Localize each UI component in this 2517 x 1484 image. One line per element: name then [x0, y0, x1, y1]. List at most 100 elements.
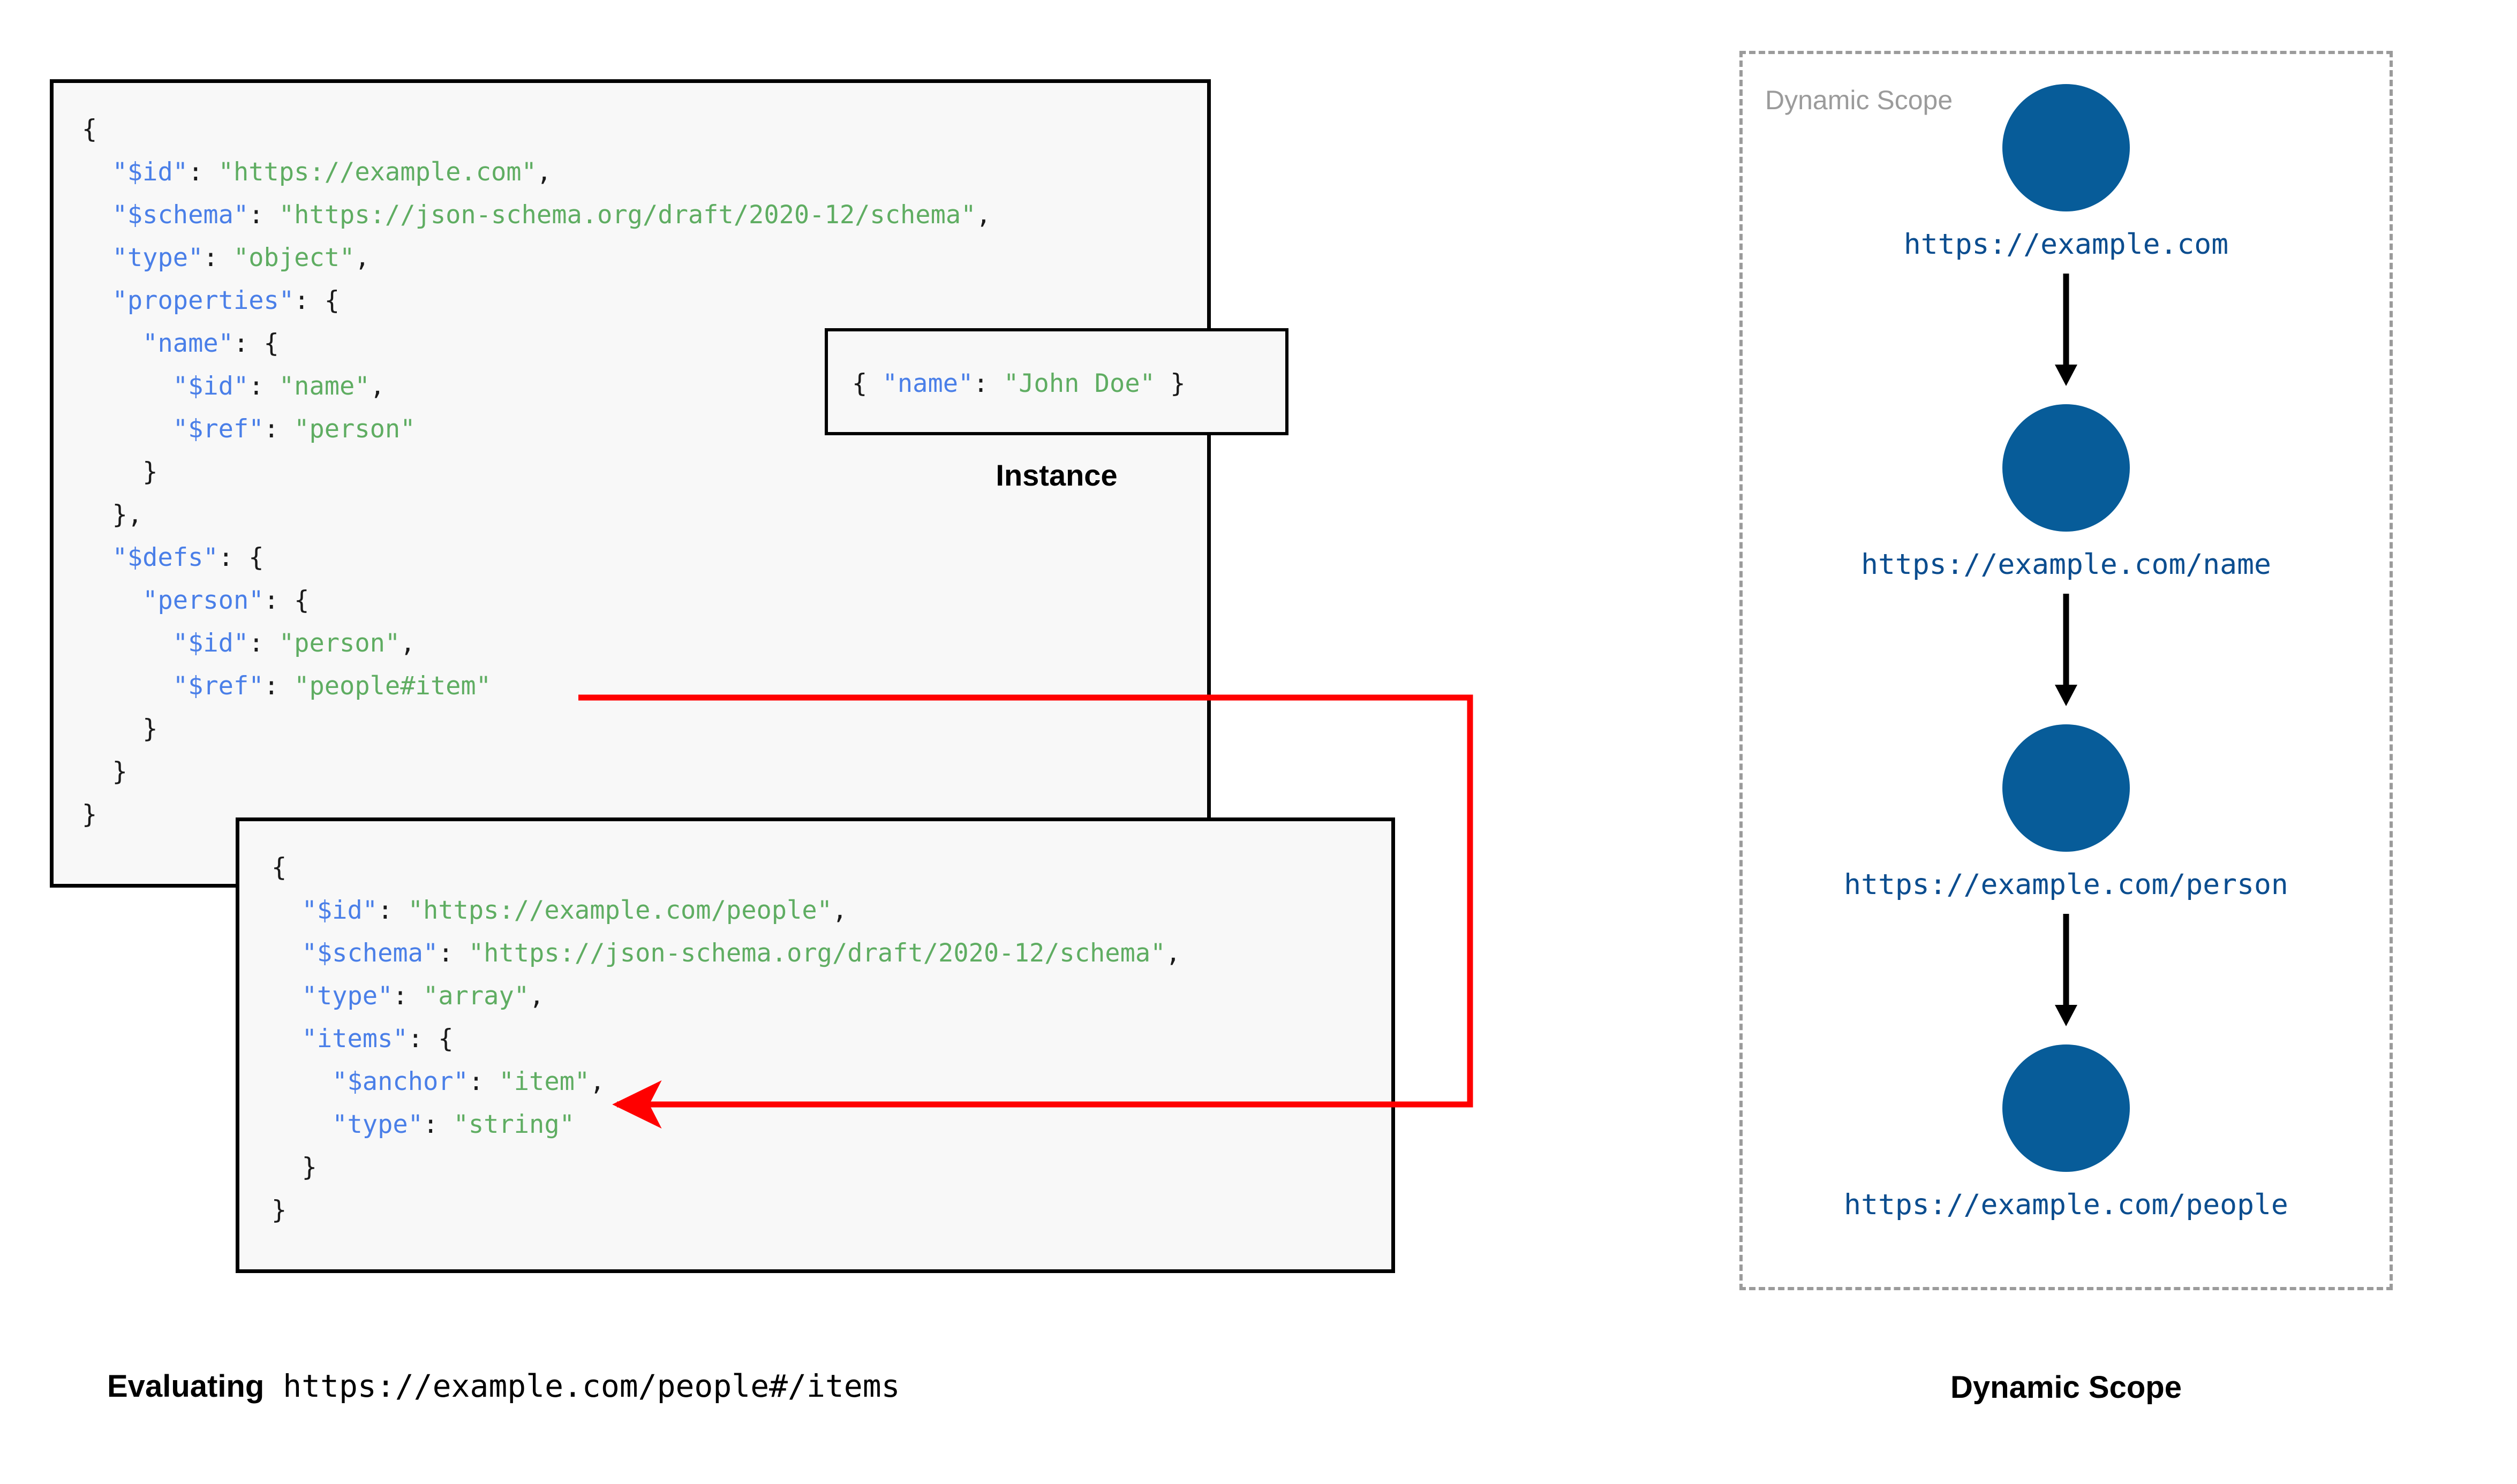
code-line: } [82, 451, 991, 494]
dynamic-scope-chain: https://example.com https://example.com/n… [1739, 51, 2393, 1290]
dynamic-scope-box-title: Dynamic Scope [1765, 85, 1953, 115]
json-key: "type" [332, 1110, 423, 1139]
json-punct: } [82, 800, 97, 829]
json-punct: } [1155, 369, 1186, 398]
json-punct: } [112, 757, 127, 786]
scope-flow-arrow-icon [1739, 914, 2393, 1029]
code-line: "name": { [82, 322, 991, 365]
code-line: "person": { [82, 579, 991, 622]
code-line: { [82, 108, 991, 151]
json-key: "$defs" [112, 543, 218, 572]
code-line: "$schema": "https://json-schema.org/draf… [82, 194, 991, 237]
code-line: "$id": "name", [82, 365, 991, 408]
json-punct: : [248, 372, 279, 401]
scope-flow-arrow-icon [1739, 594, 2393, 709]
json-punct: : [423, 1110, 454, 1139]
json-value: "https://example.com" [218, 157, 537, 187]
json-punct: : [203, 243, 233, 272]
json-punct: : [188, 157, 218, 187]
scope-node-uri: https://example.com/name [1861, 548, 2271, 581]
scope-node-circle-icon [2002, 724, 2130, 852]
scope-node-uri: https://example.com/person [1844, 868, 2288, 901]
code-line: "$ref": "person" [82, 408, 991, 451]
json-key: "properties" [112, 286, 295, 315]
json-punct: , [400, 629, 416, 658]
instance-label: Instance [996, 458, 1118, 492]
code-line: }, [82, 494, 991, 536]
code-line: "items": { [272, 1018, 1181, 1061]
json-key: "$ref" [172, 671, 264, 701]
scope-node: https://example.com/name [1739, 404, 2393, 581]
code-line: "$defs": { [82, 536, 991, 579]
json-value: "https://json-schema.org/draft/2020-12/s… [468, 938, 1166, 968]
instance-code: { "name": "John Doe" } [852, 362, 1186, 405]
json-key: "name" [142, 329, 233, 358]
json-value: "array" [423, 981, 530, 1011]
code-line: } [272, 1146, 1181, 1189]
code-line: "$id": "https://example.com", [82, 151, 991, 194]
json-value: "item" [499, 1067, 590, 1096]
json-punct: : [248, 629, 279, 658]
json-punct: , [529, 981, 545, 1011]
instance-panel: { "name": "John Doe" } [825, 328, 1288, 435]
json-key: "$schema" [302, 938, 439, 968]
json-key: "$anchor" [332, 1067, 469, 1096]
json-key: "$id" [112, 157, 189, 187]
code-line: } [82, 793, 991, 836]
code-line: "$id": "person", [82, 622, 991, 665]
json-punct: } [302, 1153, 317, 1182]
scope-node-uri: https://example.com [1903, 228, 2229, 261]
evaluating-caption: Evaluating https://example.com/people#/i… [107, 1368, 900, 1404]
code-line: "$id": "https://example.com/people", [272, 889, 1181, 932]
evaluating-label: Evaluating [107, 1369, 265, 1404]
json-punct: , [832, 896, 848, 925]
root-schema-code: { "$id": "https://example.com", "$schema… [82, 108, 991, 836]
json-punct: : { [263, 586, 310, 615]
json-punct: , [590, 1067, 605, 1096]
json-punct: { [852, 369, 883, 398]
code-line: "$schema": "https://json-schema.org/draf… [272, 932, 1181, 975]
json-key: "name" [882, 369, 974, 398]
json-punct: : [973, 369, 1004, 398]
json-key: "$id" [172, 629, 249, 658]
json-value: "string" [453, 1110, 575, 1139]
code-line: { [272, 846, 1181, 889]
json-punct: : [378, 896, 408, 925]
scope-node: https://example.com [1739, 84, 2393, 261]
json-key: "type" [112, 243, 204, 272]
json-punct: : { [408, 1024, 454, 1054]
json-punct: } [272, 1195, 287, 1225]
json-key: "type" [302, 981, 393, 1011]
json-key: "items" [302, 1024, 408, 1054]
code-line: "$anchor": "item", [272, 1061, 1181, 1103]
json-punct: }, [112, 500, 143, 529]
json-value: "John Doe" [1003, 369, 1155, 398]
scope-node-circle-icon [2002, 84, 2130, 211]
scope-flow-arrow-icon [1739, 274, 2393, 389]
scope-node-circle-icon [2002, 1044, 2130, 1172]
scope-node-circle-icon [2002, 404, 2130, 532]
people-schema-panel: { "$id": "https://example.com/people", "… [236, 817, 1395, 1273]
code-line: } [82, 751, 991, 793]
json-punct: : [248, 200, 279, 230]
json-punct: } [142, 457, 158, 487]
evaluating-uri: https://example.com/people#/items [264, 1368, 900, 1404]
code-line: "type": "array", [272, 975, 1181, 1018]
json-punct: : [468, 1067, 499, 1096]
json-key: "$schema" [112, 200, 249, 230]
json-value: "https://example.com/people" [408, 896, 832, 925]
json-punct: { [82, 115, 97, 144]
code-line: { "name": "John Doe" } [852, 362, 1186, 405]
code-line: "$ref": "people#item" [82, 665, 991, 708]
people-schema-code: { "$id": "https://example.com/people", "… [272, 846, 1181, 1232]
scope-node-uri: https://example.com/people [1844, 1188, 2288, 1221]
json-punct: : { [233, 329, 279, 358]
json-punct: : { [294, 286, 340, 315]
scope-node: https://example.com/people [1739, 1044, 2393, 1221]
json-punct: } [142, 714, 158, 744]
json-value: "https://json-schema.org/draft/2020-12/s… [278, 200, 976, 230]
code-line: } [272, 1189, 1181, 1232]
code-line: "type": "object", [82, 237, 991, 279]
json-punct: : [263, 671, 295, 701]
